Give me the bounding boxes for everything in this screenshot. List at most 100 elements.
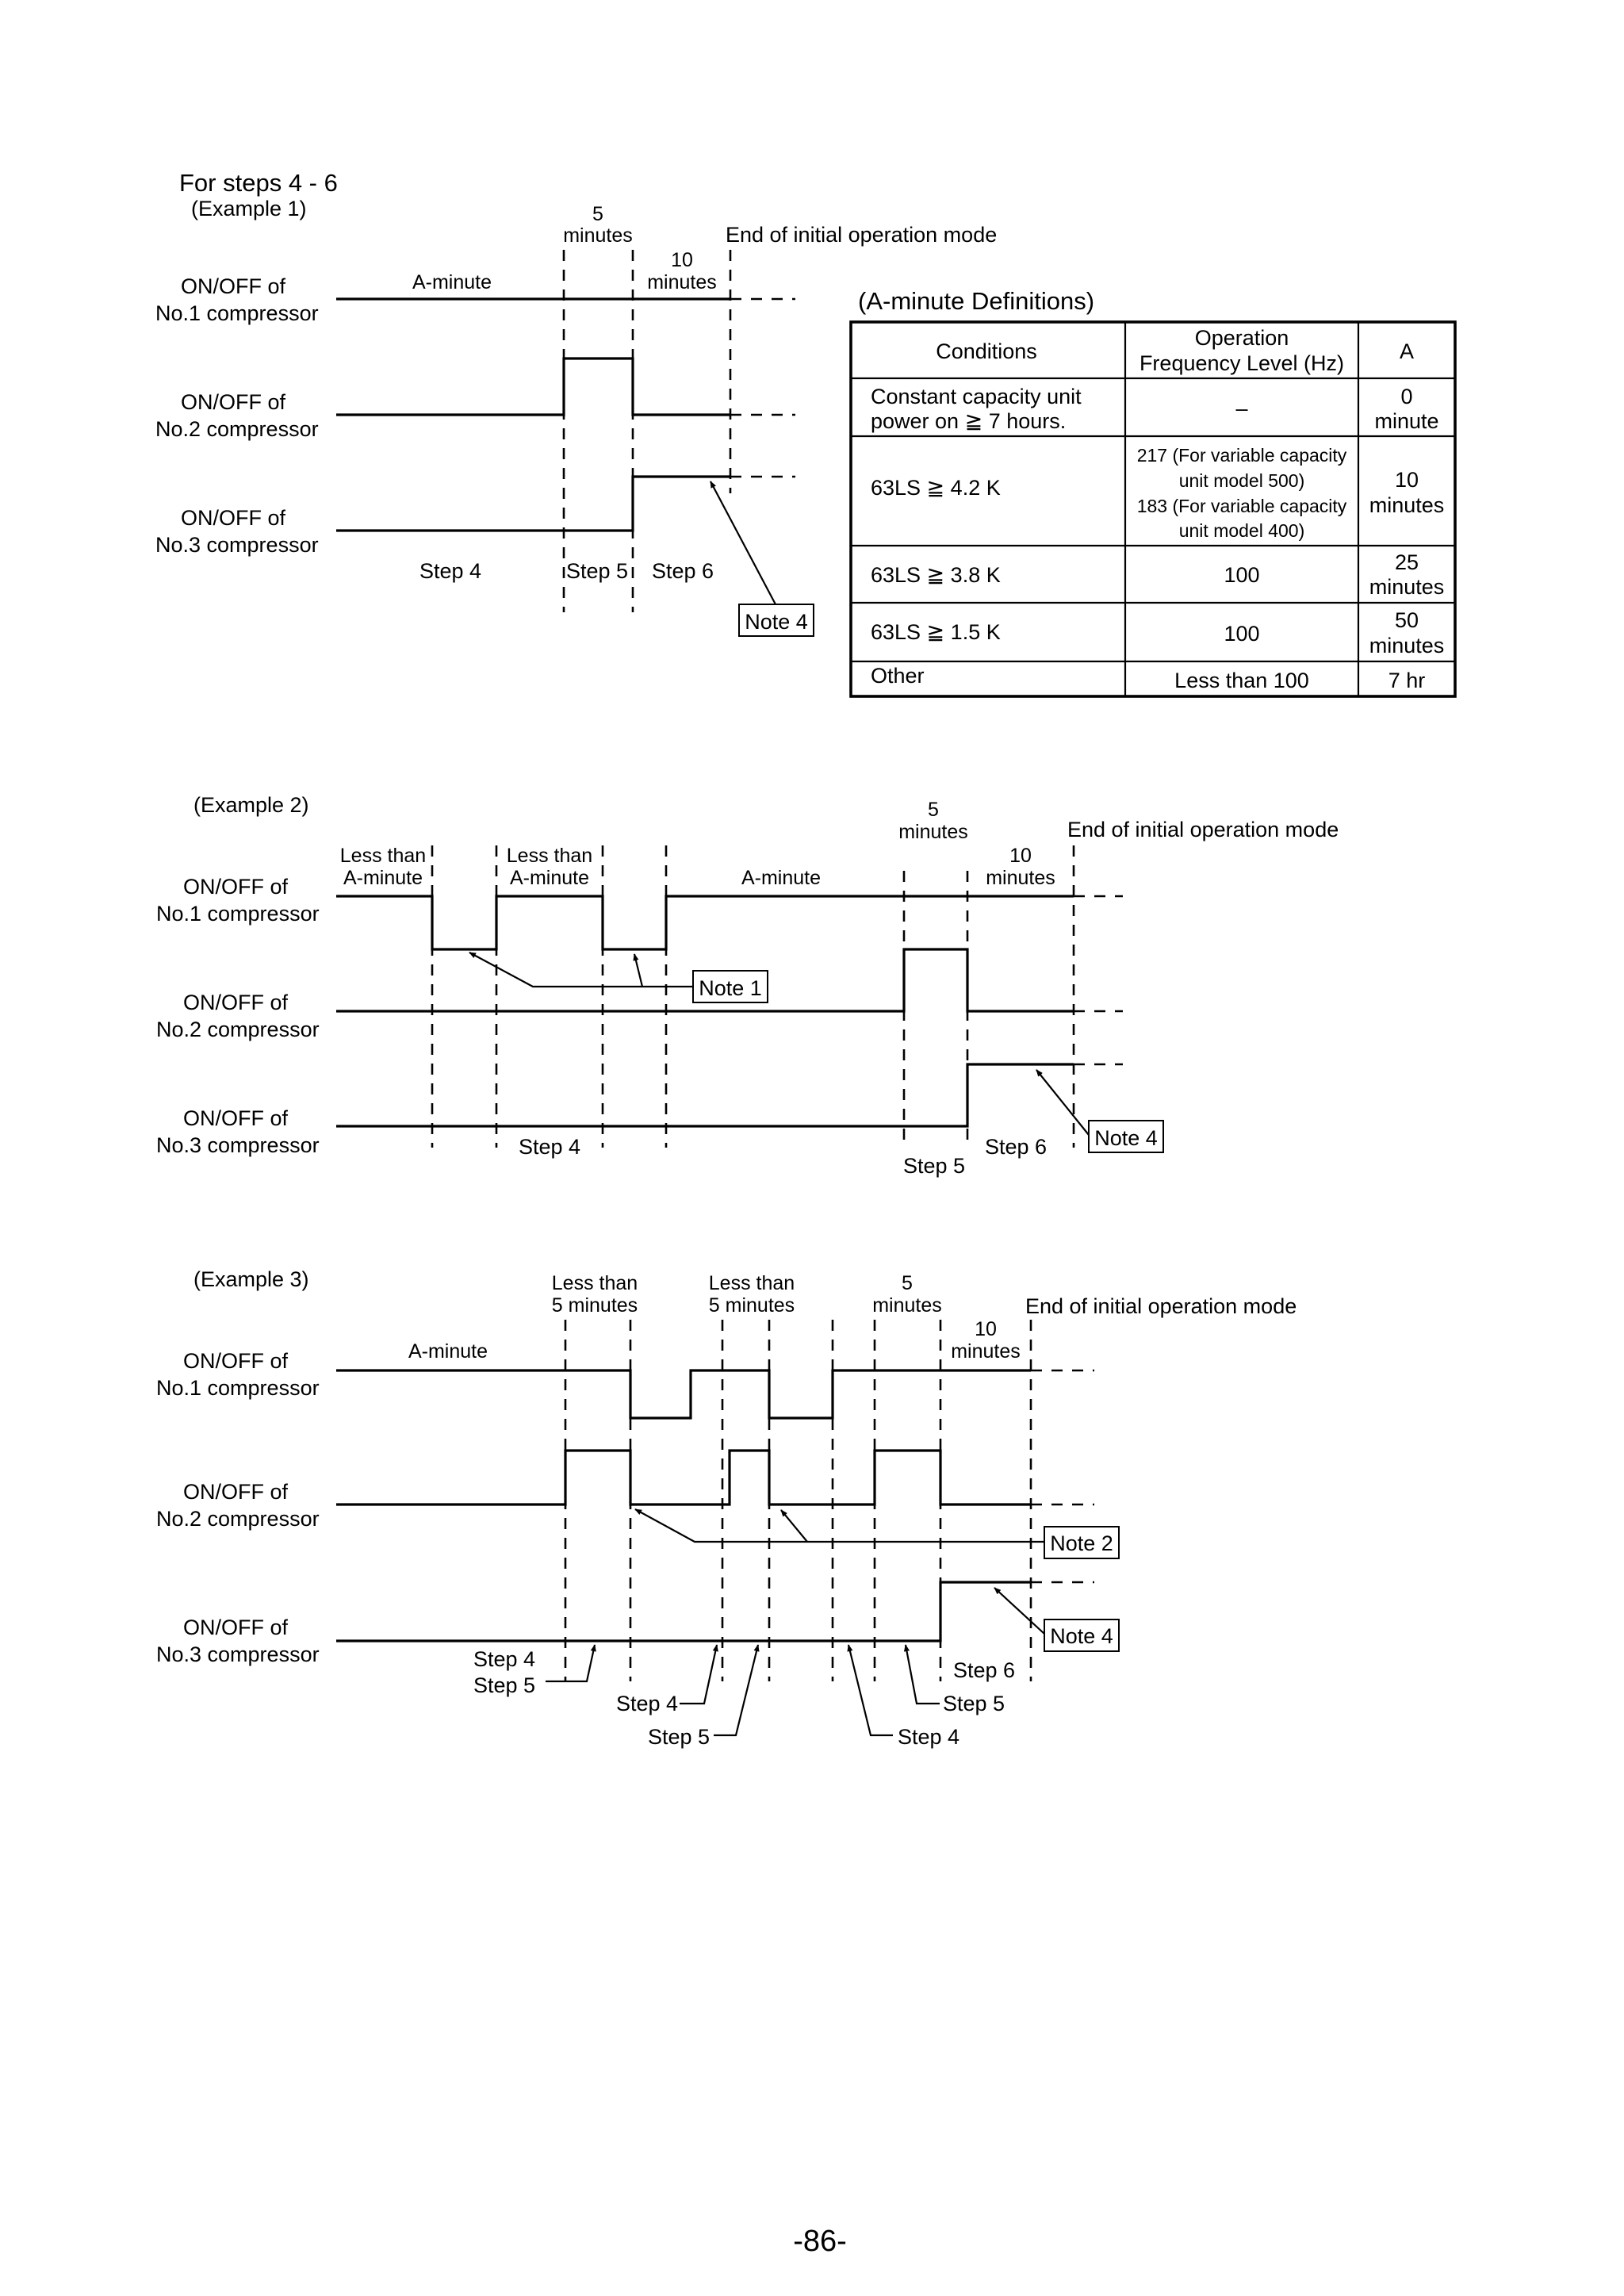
table-header-frequency-line1: Operation	[1195, 326, 1289, 350]
note-box	[692, 970, 768, 1003]
example-1-title: (Example 1)	[191, 197, 307, 220]
interval-5-unit: minutes	[872, 1294, 942, 1317]
example-2-title: (Example 2)	[193, 793, 309, 817]
example-3-title: (Example 3)	[193, 1267, 309, 1291]
end-mode-label: End of initial operation mode	[1025, 1294, 1297, 1318]
comp3-signal	[336, 475, 730, 532]
interval-10-unit: minutes	[986, 867, 1055, 889]
interval-label: Less than	[507, 845, 592, 867]
interval-10-num: 10	[671, 249, 693, 271]
comp3-label-line2: No.3 compressor	[156, 1642, 320, 1666]
interval-label: A-minute	[510, 867, 589, 889]
table-cell: minutes	[1369, 493, 1445, 517]
note-pointer	[469, 952, 693, 988]
comp3-label-line1: ON/OFF of	[183, 1616, 289, 1639]
interval-label: 5 minutes	[709, 1294, 795, 1317]
step-label: Step 4	[616, 1692, 678, 1715]
note-pointer	[710, 481, 776, 605]
end-mode-label: End of initial operation mode	[726, 223, 997, 247]
interval-5-unit: minutes	[563, 224, 633, 247]
step-pointer	[714, 1644, 760, 1737]
table-cell: Other	[871, 664, 925, 688]
step-label: Step 5	[903, 1154, 965, 1178]
table-cell: 63LS ≧ 1.5 K	[871, 620, 1001, 644]
table-header-conditions: Conditions	[936, 339, 1037, 363]
interval-5-unit: minutes	[898, 821, 968, 843]
step-label: Step 6	[953, 1658, 1015, 1682]
step-label: Step 6	[652, 559, 714, 583]
note-box	[1044, 1526, 1120, 1559]
table-cell: 10	[1395, 468, 1419, 492]
note-4-label: Note 4	[1094, 1126, 1158, 1150]
note-4-label: Note 4	[745, 610, 808, 634]
example-1: (Example 1) ON/OFF of No.1 compressor ON…	[155, 197, 997, 637]
note-box	[1044, 1619, 1120, 1652]
note-4-label: Note 4	[1050, 1624, 1113, 1648]
interval-label: Less than	[709, 1272, 795, 1294]
table-cell: minutes	[1369, 575, 1445, 599]
step-label: Step 5	[473, 1673, 535, 1697]
table-header-frequency-line2: Frequency Level (Hz)	[1139, 351, 1344, 375]
note-2-label: Note 2	[1050, 1531, 1113, 1555]
step-label: Step 6	[985, 1135, 1047, 1159]
interval-label: A-minute	[343, 867, 423, 889]
step-label: Step 4	[473, 1647, 535, 1671]
note-pointer	[994, 1587, 1045, 1635]
step-pointer	[847, 1644, 893, 1737]
table-cell: 183 (For variable capacity	[1137, 496, 1347, 516]
interval-10-unit: minutes	[647, 271, 717, 293]
table-cell: 63LS ≧ 3.8 K	[871, 563, 1001, 587]
table-title: (A-minute Definitions)	[858, 287, 1094, 315]
comp2-signal	[336, 1449, 1031, 1506]
comp1-label-line2: No.1 compressor	[155, 301, 319, 325]
step-label: Step 4	[898, 1725, 959, 1749]
comp2-label-line2: No.2 compressor	[155, 417, 319, 441]
note-1-label: Note 1	[699, 976, 762, 1000]
step-label: Step 4	[519, 1135, 580, 1159]
interval-label: Less than	[552, 1272, 638, 1294]
comp2-label-line1: ON/OFF of	[181, 390, 286, 414]
interval-5-num: 5	[902, 1272, 913, 1294]
comp3-label-line2: No.3 compressor	[156, 1133, 320, 1157]
table-cell: Less than 100	[1174, 669, 1309, 692]
interval-label: Less than	[340, 845, 426, 867]
example-3: (Example 3) ON/OFF of No.1 compressor ON…	[156, 1267, 1297, 1749]
interval-5-num: 5	[592, 203, 603, 225]
step-label: Step 5	[648, 1725, 710, 1749]
interval-10-unit: minutes	[951, 1340, 1021, 1363]
note-box	[1088, 1120, 1164, 1153]
comp1-label-line2: No.1 compressor	[156, 902, 320, 926]
step-pointer	[546, 1644, 596, 1683]
table-cell: 7 hr	[1388, 669, 1426, 692]
table-cell: 0	[1400, 385, 1412, 408]
table-cell: 217 (For variable capacity	[1137, 445, 1347, 466]
table-frame	[849, 320, 1457, 698]
table-cell: minutes	[1369, 634, 1445, 657]
table-cell: Constant capacity unit	[871, 385, 1082, 408]
table-cell: –	[1235, 397, 1247, 420]
table-header-a: A	[1400, 339, 1414, 363]
comp2-signal	[336, 357, 730, 416]
comp1-label-line1: ON/OFF of	[183, 1349, 289, 1373]
comp2-signal	[336, 948, 1074, 1013]
comp3-label-line1: ON/OFF of	[183, 1106, 289, 1130]
end-mode-label: End of initial operation mode	[1067, 818, 1339, 841]
comp2-label-line2: No.2 compressor	[156, 1507, 320, 1531]
comp1-label-line2: No.1 compressor	[156, 1376, 320, 1400]
table-cell: 63LS ≧ 4.2 K	[871, 476, 1001, 500]
note-box	[738, 604, 814, 637]
table-cell: minute	[1374, 409, 1438, 433]
step-label: Step 5	[566, 559, 628, 583]
note-pointer	[634, 1508, 1044, 1543]
table-cell: unit model 400)	[1179, 520, 1305, 541]
note-pointer	[780, 1509, 808, 1543]
comp2-label-line1: ON/OFF of	[183, 1480, 289, 1504]
note-pointer	[633, 953, 644, 987]
comp1-label-line1: ON/OFF of	[181, 274, 286, 298]
interval-5-num: 5	[928, 799, 939, 821]
section-title: For steps 4 - 6	[179, 169, 338, 197]
comp1-signal	[336, 895, 1074, 951]
table-cell: power on ≧ 7 hours.	[871, 409, 1066, 433]
table-cell: 100	[1224, 563, 1259, 587]
